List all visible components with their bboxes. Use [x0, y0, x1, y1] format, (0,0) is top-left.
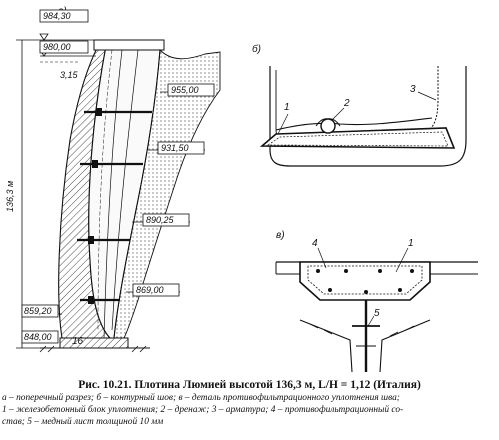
construction-joints: [77, 110, 152, 302]
elevation-890: 890,25: [146, 215, 175, 225]
dam-figure: а) 136,3 м: [5, 6, 478, 373]
foundation-rock: [113, 48, 221, 339]
caption-line-1: а – поперечный разрез; б – контурный шов…: [2, 393, 400, 403]
height-dimension: 136,3 м: [5, 181, 15, 212]
callout-4: 4: [312, 238, 318, 249]
elevation-859: 859,20: [24, 306, 52, 316]
gallery-label: 16: [72, 336, 84, 347]
seal-block: [259, 127, 456, 149]
callout-3: 3: [410, 84, 416, 95]
figure-caption: Рис. 10.21. Плотина Люмией высотой 136,3…: [0, 378, 499, 428]
elevation-955: 955,00: [171, 85, 199, 95]
caption-line-2: 1 – железобетонный блок уплотнения; 2 – …: [2, 405, 404, 415]
callout-1-b: 1: [284, 102, 290, 113]
drain-pipe: [320, 118, 336, 134]
elevation-top-water: 980,00: [43, 42, 71, 52]
elevation-931: 931,50: [161, 143, 189, 153]
elevation-crest: 984,30: [43, 11, 71, 21]
seal-detail-panel: в) 4 1 5: [275, 230, 478, 373]
panel-label-b: б): [252, 43, 261, 55]
elevation-869: 869,00: [136, 285, 164, 295]
caption-line-3: став; 5 – медный лист толщиной 10 мм: [2, 417, 164, 427]
contour-joint-panel: б) 1 2 3: [252, 43, 467, 167]
elevation-base: 848,00: [24, 332, 52, 342]
dam-crest: [93, 39, 165, 51]
caption-title: Рис. 10.21. Плотина Люмией высотой 136,3…: [78, 379, 421, 391]
callout-1-v: 1: [408, 238, 414, 249]
offset-dimension: 3,15: [60, 70, 79, 80]
dam-foundation: [59, 337, 129, 349]
cross-section-panel: а) 136,3 м: [5, 6, 221, 353]
callout-5: 5: [374, 308, 380, 319]
callout-2: 2: [343, 98, 350, 109]
joint-outline: [269, 66, 467, 167]
panel-label-v: в): [276, 230, 285, 241]
seal-block-detail: [299, 261, 431, 301]
